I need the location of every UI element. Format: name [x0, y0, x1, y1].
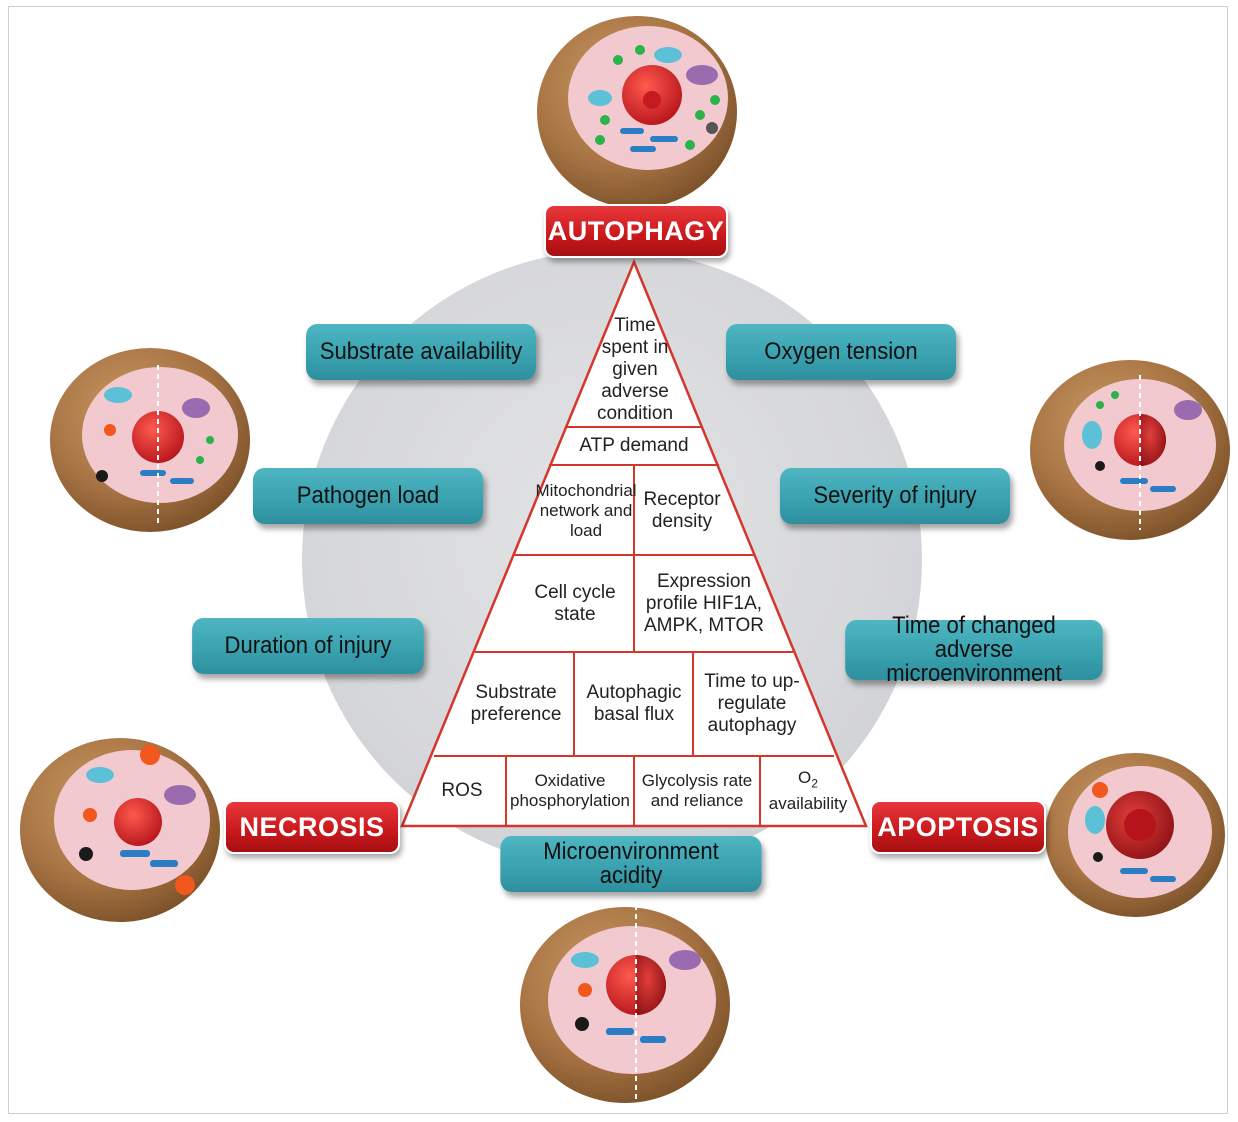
pyramid-cell-receptor-density: Receptor density: [643, 489, 721, 532]
pyramid-cell-substrate-preference: Substrate preference: [470, 682, 562, 725]
pyramid-cell-time-upregulate: Time to up-regulate autophagy: [704, 671, 800, 736]
factor-microenvironment-acidity: Microenvironment acidity: [500, 836, 762, 892]
cell-illustration-right-upper: [1030, 360, 1230, 540]
pyramid-cell-oxidative-phosphorylation: Oxidative phosphorylation: [509, 771, 631, 810]
factor-severity-of-injury: Severity of injury: [780, 468, 1010, 524]
factor-label: Duration of injury: [224, 632, 392, 659]
pyramid-cell-o2-availability: O2 availability: [762, 760, 854, 822]
pyramid-cell-time-spent: Time spent in given adverse condition: [596, 315, 674, 424]
o2-symbol: O2: [798, 768, 818, 793]
o2-availability-text: availability: [768, 793, 848, 813]
o2-letter: O: [798, 768, 812, 788]
factor-oxygen-tension: Oxygen tension: [726, 324, 956, 380]
pyramid-cell-mitochondrial: Mitochondrial network and load: [535, 481, 637, 540]
o2-subscript: 2: [811, 776, 818, 791]
factor-label: Pathogen load: [296, 482, 440, 509]
necrosis-label: NECROSIS: [224, 800, 400, 854]
factor-pathogen-load: Pathogen load: [253, 468, 483, 524]
apoptosis-label: APOPTOSIS: [870, 800, 1046, 854]
factor-label: Time of changed adverse microenvironment: [886, 612, 1062, 687]
cell-illustration-left-upper: [50, 348, 250, 532]
factor-time-changed-microenvironment: Time of changed adverse microenvironment: [845, 614, 1103, 686]
factor-substrate-availability: Substrate availability: [306, 324, 536, 380]
factor-label: Oxygen tension: [764, 338, 918, 365]
pyramid-cell-ros: ROS: [441, 780, 483, 801]
pyramid-cell-autophagic-flux: Autophagic basal flux: [586, 682, 682, 725]
factor-label: Severity of injury: [813, 482, 977, 509]
cell-illustration-apoptosis: [1045, 753, 1225, 917]
pyramid-cell-expression-profile: Expression profile HIF1A, AMPK, MTOR: [644, 571, 764, 636]
factor-pyramid: [400, 258, 868, 828]
factor-label: Substrate availability: [319, 338, 523, 365]
autophagy-label: AUTOPHAGY: [544, 204, 728, 258]
cell-illustration-bottom: [520, 905, 730, 1103]
pyramid-cell-glycolysis: Glycolysis rate and reliance: [641, 771, 753, 810]
factor-label: Microenvironment acidity: [543, 838, 719, 889]
cell-illustration-autophagy: [537, 16, 737, 208]
factor-duration-of-injury: Duration of injury: [192, 618, 424, 674]
cell-illustration-necrosis: [20, 738, 220, 922]
pyramid-cell-cell-cycle: Cell cycle state: [534, 582, 616, 625]
pyramid-cell-atp-demand: ATP demand: [579, 435, 689, 456]
